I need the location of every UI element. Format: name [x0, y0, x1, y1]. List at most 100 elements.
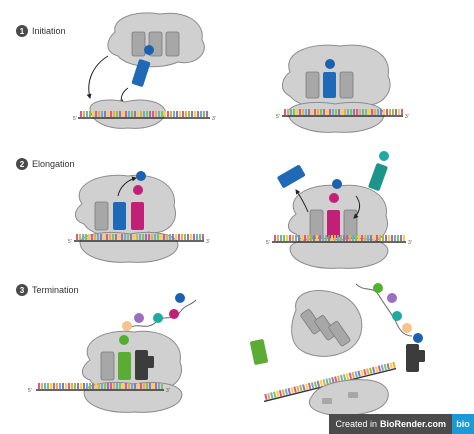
trna-blue-p-site — [323, 72, 336, 98]
nucleotide — [388, 235, 390, 241]
nucleotide — [272, 391, 277, 398]
nucleotide — [383, 363, 388, 371]
nucleotide — [44, 383, 46, 389]
nucleotide — [351, 371, 355, 379]
nucleotide — [119, 111, 121, 117]
nucleotide — [137, 111, 139, 117]
nucleotide — [373, 235, 375, 241]
nucleotide — [202, 234, 204, 240]
nucleotide — [397, 235, 399, 241]
nucleotide — [377, 365, 382, 372]
nucleotide — [345, 373, 350, 380]
nucleotide — [155, 111, 157, 117]
nucleotide — [395, 109, 397, 115]
nucleotide — [374, 109, 376, 115]
amino-acid-blue — [144, 45, 154, 55]
step-3-header: 3 Termination — [16, 284, 79, 296]
nucleotide — [137, 383, 139, 389]
nucleotide — [401, 109, 403, 115]
nucleotide — [140, 383, 142, 389]
nucleotide — [71, 383, 73, 389]
nucleotide — [125, 111, 127, 117]
nucleotide — [319, 235, 321, 241]
nucleotide — [146, 111, 148, 117]
nucleotide — [391, 235, 393, 241]
nucleotide — [158, 383, 160, 389]
nucleotide — [107, 383, 109, 389]
nucleotide — [160, 234, 162, 240]
nucleotide — [166, 234, 168, 240]
nucleotide — [293, 386, 297, 393]
nucleotide — [152, 383, 154, 389]
nucleotide — [82, 234, 84, 240]
nucleotide — [308, 109, 310, 115]
nucleotide — [113, 383, 115, 389]
nucleotide — [185, 111, 187, 117]
nucleotide — [206, 111, 208, 117]
amino-acid-teal — [379, 151, 389, 161]
nucleotide — [385, 235, 387, 241]
nucleotide — [176, 111, 178, 117]
watermark-prefix: Created in — [335, 419, 377, 429]
nucleotide — [287, 109, 289, 115]
nucleotide — [88, 234, 90, 240]
nucleotide — [329, 109, 331, 115]
nucleotide — [172, 234, 174, 240]
nucleotide — [163, 234, 165, 240]
nucleotide — [131, 383, 133, 389]
nucleotide — [310, 235, 312, 241]
nucleotide — [313, 381, 318, 388]
nucleotide — [197, 111, 199, 117]
nucleotide — [403, 235, 405, 241]
nucleotide — [119, 383, 121, 389]
nucleotide — [79, 234, 81, 240]
arrow-subunit-join — [86, 55, 109, 99]
nucleotide — [115, 234, 117, 240]
nucleotide — [377, 109, 379, 115]
nucleotide — [301, 235, 303, 241]
nucleotide — [178, 234, 180, 240]
mrna-strand — [74, 234, 204, 242]
nucleotide — [127, 234, 129, 240]
nucleotide — [53, 383, 55, 389]
nucleotide — [359, 109, 361, 115]
nucleotide — [346, 235, 348, 241]
nucleotide — [274, 235, 276, 241]
nucleotide — [369, 367, 373, 374]
nucleotide — [104, 383, 106, 389]
nucleotide — [100, 234, 102, 240]
mrna-3-prime: 3' — [212, 116, 216, 122]
ribosome-assembled — [282, 44, 391, 133]
nucleotide — [95, 383, 97, 389]
mrna-3-prime: 3' — [405, 114, 409, 120]
trna-green — [118, 352, 131, 380]
ribosome-small-subunit-released — [308, 379, 389, 416]
nucleotide — [270, 392, 274, 399]
nucleotide — [98, 111, 100, 117]
nucleotide — [193, 234, 195, 240]
amino-acid-teal — [392, 311, 402, 321]
nucleotide — [169, 234, 171, 240]
nucleotide — [379, 235, 381, 241]
nucleotide — [158, 111, 160, 117]
polypeptide-chain — [122, 293, 197, 331]
amino-acid-blue — [136, 171, 146, 181]
ribosome-large-subunit-released — [291, 290, 363, 357]
nucleotide — [280, 235, 282, 241]
step-2-label: Elongation — [32, 159, 75, 169]
nucleotide — [323, 109, 325, 115]
ribosome-small-subunit — [89, 99, 166, 129]
nucleotide — [370, 235, 372, 241]
nucleotide — [331, 376, 335, 384]
nucleotide — [74, 383, 76, 389]
nucleotide — [374, 366, 379, 373]
nucleotide — [349, 235, 351, 241]
release-factor-released — [406, 344, 425, 372]
nucleotide — [316, 235, 318, 241]
nucleotide — [59, 383, 61, 389]
nucleotide — [164, 111, 166, 117]
nucleotide — [264, 393, 268, 400]
nucleotide — [319, 379, 323, 387]
step-2-number: 2 — [20, 160, 25, 169]
